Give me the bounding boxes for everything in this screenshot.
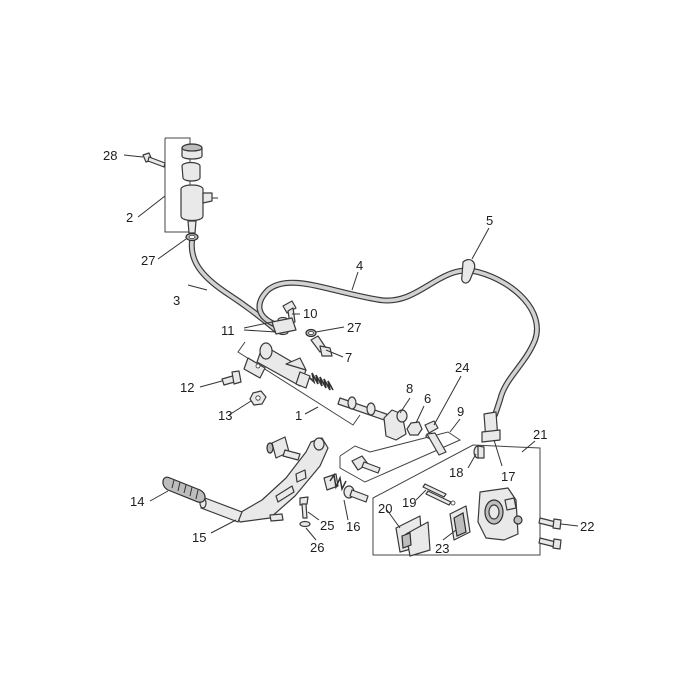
callout-16: 16: [346, 519, 360, 534]
lock-nut-6: [406, 421, 423, 436]
hose-guide-5: [461, 258, 476, 284]
callout-4: 4: [356, 258, 363, 273]
callout-10: 10: [303, 306, 317, 321]
callout-1: 1: [295, 408, 302, 423]
callout-5: 5: [486, 213, 493, 228]
callout-3: 3: [173, 293, 180, 308]
callout-14: 14: [130, 494, 144, 509]
screw-28: [142, 152, 166, 168]
clevis-pin-24: [424, 420, 447, 456]
nut-13: [249, 390, 267, 406]
callout-17: 17: [501, 469, 515, 484]
caliper-group-frame: [372, 444, 541, 556]
small-pin: [269, 513, 284, 522]
master-cylinder-1: [243, 342, 311, 389]
brake-caliper-21: [477, 487, 523, 541]
hose-clamp-27-lower: [305, 328, 317, 338]
pivot-parts-16: [323, 473, 369, 503]
callout-7: 7: [345, 350, 352, 365]
leader-lines: [123, 154, 579, 541]
rod-9: [351, 455, 381, 474]
brake-fluid-reservoir-2: [180, 143, 218, 234]
pad-pins-19: [422, 483, 456, 506]
callout-20: 20: [378, 501, 392, 516]
pedal-rubber-14: [162, 476, 206, 503]
brake-pads-20: [395, 515, 431, 557]
callout-27-upper: 27: [141, 253, 155, 268]
hose-clamp-27-upper: [185, 232, 199, 242]
callout-27-lower: 27: [347, 320, 361, 335]
callout-28: 28: [103, 148, 117, 163]
callout-26: 26: [310, 540, 324, 555]
callout-13: 13: [218, 408, 232, 423]
screw-12: [221, 370, 242, 386]
callout-18: 18: [449, 465, 463, 480]
callout-15: 15: [192, 530, 206, 545]
hose-4: [256, 267, 540, 423]
brake-pedal-lever-15: [199, 437, 329, 523]
pad-spring-23: [449, 505, 471, 541]
callout-12: 12: [180, 380, 194, 395]
return-spring: [309, 372, 334, 391]
caliper-bolts-22: [538, 517, 562, 550]
hose-fitting-7: [310, 335, 333, 357]
callout-labels: 28 2 27 3 4 5 10 11 27 7 12 13 1 8 6 24 …: [103, 148, 594, 556]
caliper-banjo-17: [481, 411, 501, 443]
callout-25: 25: [320, 518, 334, 533]
pushrod-8: [337, 396, 408, 441]
callout-21: 21: [533, 427, 547, 442]
bolt-25: [299, 496, 309, 519]
callout-11: 11: [221, 323, 235, 338]
callout-19: 19: [402, 495, 416, 510]
sealing-washers-11: [271, 316, 297, 336]
callout-8: 8: [406, 381, 413, 396]
pedal-bracket: [266, 436, 301, 461]
callout-6: 6: [424, 391, 431, 406]
callout-9: 9: [457, 404, 464, 419]
callout-24: 24: [455, 360, 469, 375]
master-cylinder-group-frame: [237, 341, 361, 426]
callout-23: 23: [435, 541, 449, 556]
pushrod-group-frame: [339, 431, 462, 483]
callout-22: 22: [580, 519, 594, 534]
bleed-screw-18: [473, 445, 485, 459]
washer-26: [299, 520, 311, 528]
callout-2: 2: [126, 210, 133, 225]
